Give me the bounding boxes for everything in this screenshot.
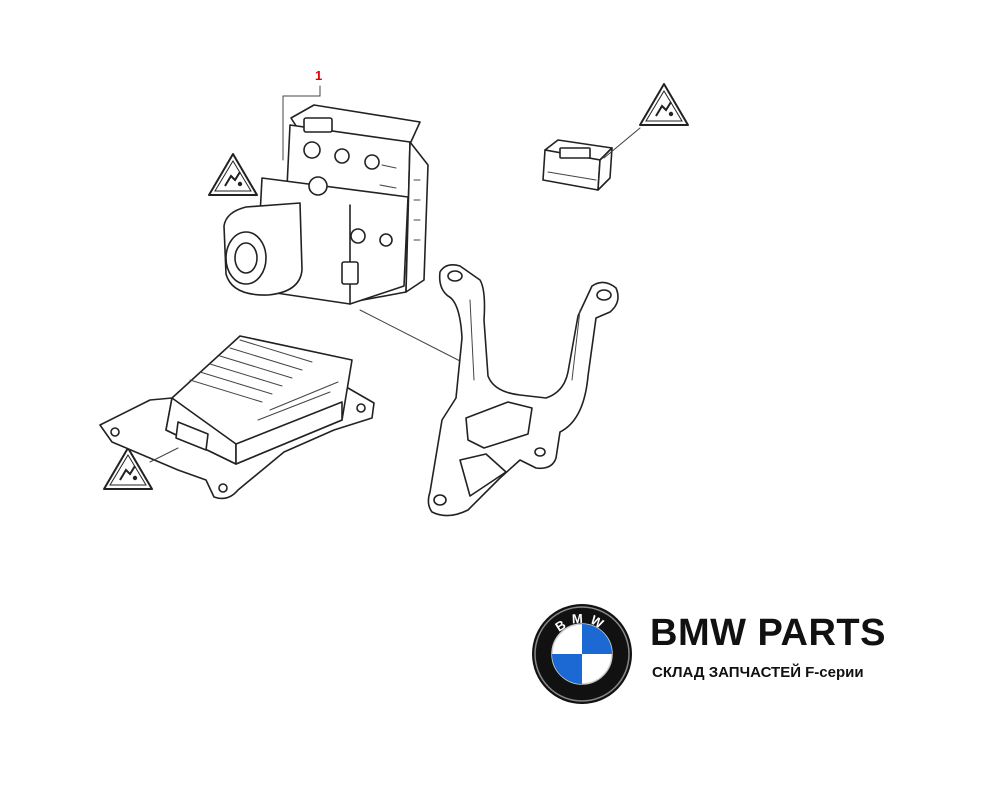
mounting-bracket [427, 264, 619, 517]
abs-hydraulic-unit [223, 104, 429, 305]
callout-leader [282, 85, 321, 161]
brand-subtitle: СКЛАД ЗАПЧАСТЕЙ F-серии [652, 664, 864, 681]
esd-warning-triangle-icon [639, 83, 689, 126]
esd-warning-triangle-icon [208, 153, 258, 196]
callout-number: 1 [315, 68, 322, 83]
control-unit-module [99, 335, 375, 500]
brand-block: BMW BMW PARTS СКЛАД ЗАПЧАСТЕЙ F-серии [530, 602, 930, 704]
assembly-leader [359, 309, 463, 363]
brand-title: BMW PARTS [650, 612, 886, 654]
bmw-logo: BMW [532, 604, 632, 704]
small-module [542, 127, 641, 191]
